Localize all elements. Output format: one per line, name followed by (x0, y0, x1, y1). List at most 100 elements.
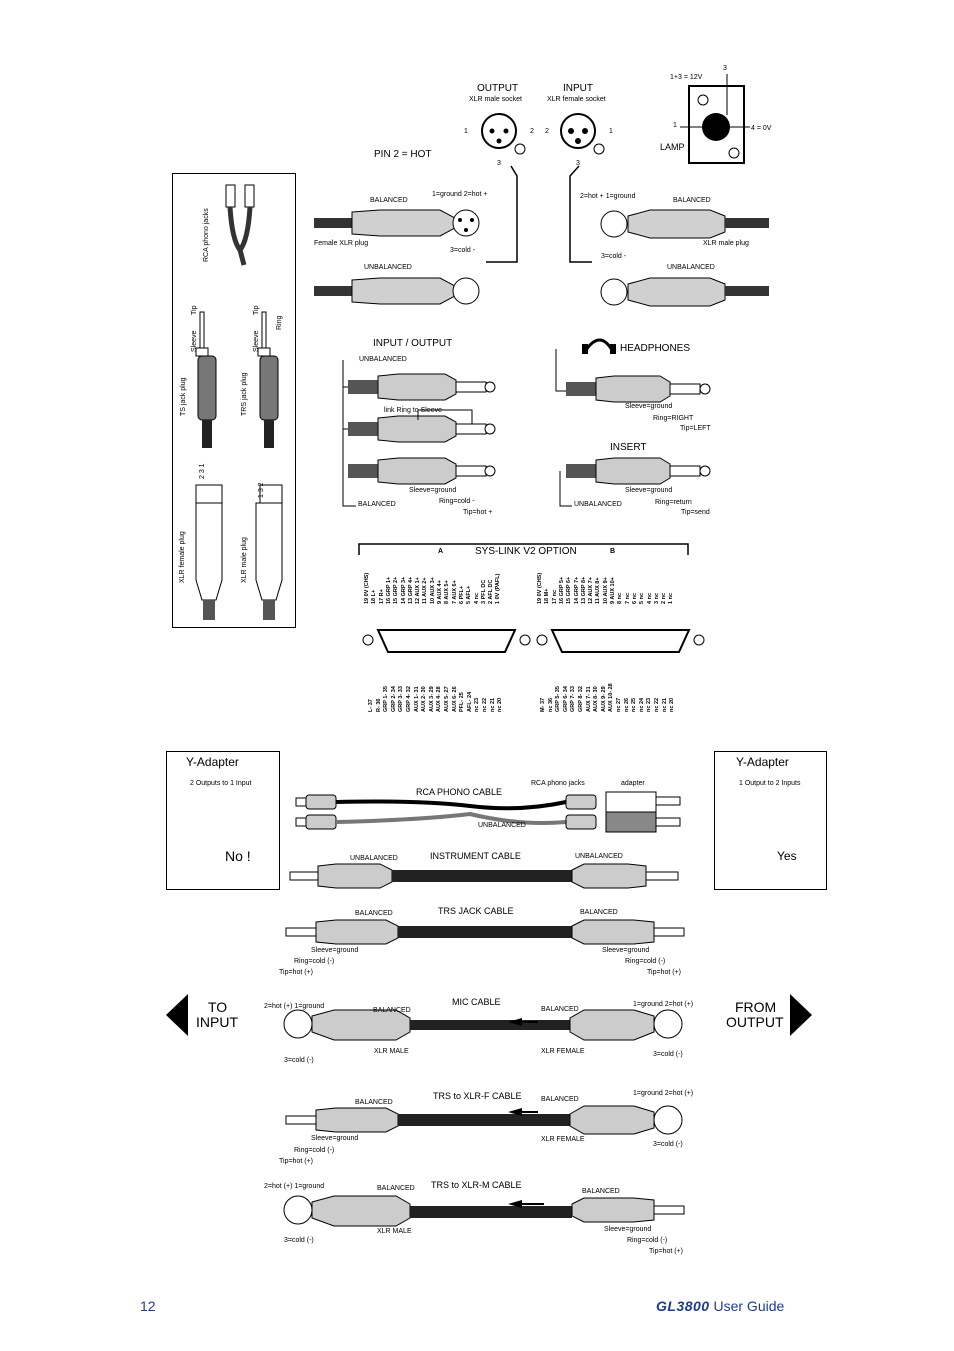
mic-ground-hot: 1=ground 2=hot (+) (633, 1001, 694, 1008)
input-title: INPUT (563, 83, 593, 94)
trs-xlrf-ring: Ring=cold (-) (294, 1147, 335, 1154)
y-adapter-right-subtitle: 1 Output to 2 Inputs (739, 780, 801, 787)
ts-sleeve-label: Sleeve (191, 330, 198, 352)
syslink-pin-label: AFL- 24 (466, 691, 473, 712)
syslink-pin-label: nc 23 (474, 697, 481, 712)
side-panel (172, 173, 296, 628)
xlr-male-plug-label: XLR male plug (703, 240, 749, 247)
trs-tip-left: Tip=hot (+) (279, 969, 313, 976)
syslink-pin-label: 19 0V (CHS) (364, 572, 370, 604)
syslink-pin-label: 2 nc (661, 592, 668, 604)
trs-xlrf-ground-hot: 1=ground 2=hot (+) (633, 1090, 694, 1097)
mic-balanced-right: BALANCED (541, 1006, 579, 1013)
syslink-pin-label: AUX 1- 31 (413, 686, 420, 712)
insert-jack-icon (566, 457, 711, 485)
insert-sleeve: Sleeve=ground (625, 487, 673, 494)
trs-sleeve-left: Sleeve=ground (311, 947, 359, 954)
male-xlr-balanced-icon (600, 209, 769, 239)
lamp-ground: 4 = 0V (751, 125, 772, 132)
syslink-pin-label: nc 26 (623, 697, 630, 712)
io-balanced: BALANCED (358, 501, 396, 508)
from-output-arrow-icon (790, 994, 812, 1036)
syslink-title: SYS-LINK V2 OPTION (475, 546, 577, 557)
syslink-pin-label: nc 27 (616, 697, 622, 712)
insert-title: INSERT (610, 442, 647, 453)
trs-cable-icon (285, 919, 685, 945)
syslink-pin-label: PFL- 25 (459, 692, 466, 712)
lamp-label: LAMP (660, 142, 685, 152)
syslink-pin-label: 12 AUX 1+ (415, 577, 422, 604)
syslink-pin-label: 1 0V (PAFL) (495, 573, 502, 604)
trs-ring-label: Ring (276, 315, 283, 330)
syslink-pin-label: 18 L+ (371, 589, 378, 604)
xlr-unbalanced-right: UNBALANCED (667, 264, 715, 271)
female-xlr-plug-label: Female XLR plug (314, 240, 369, 247)
trs-tip-label: Tip (253, 305, 260, 315)
inst-unbalanced-right: UNBALANCED (575, 853, 623, 860)
xlr-male-label: XLR male plug (241, 537, 248, 583)
trs-sleeve-right: Sleeve=ground (602, 947, 650, 954)
syslink-pin-label: 9 AUX 4+ (437, 580, 443, 604)
syslink-pin-label: nc 25 (631, 697, 638, 712)
io-ring: Ring=cold - (439, 498, 475, 505)
syslink-pin-label: R- 36 (375, 698, 382, 712)
syslink-pin-label: 17 R+ (378, 589, 385, 604)
trs-xlrm-cable-icon (283, 1195, 685, 1227)
syslink-pin-label: 8 AUX 5+ (444, 580, 451, 604)
syslink-pin-label: GRP 6- 34 (562, 686, 569, 712)
hp-tip: Tip=LEFT (680, 425, 711, 432)
trs-xlrf-balanced-right: BALANCED (541, 1096, 579, 1103)
io-jack-1-icon (348, 373, 496, 401)
rca-cable-title: RCA PHONO CABLE (416, 787, 503, 797)
headphones-jack-icon (566, 375, 711, 403)
xlr-female-pins: 2 3 1 (199, 463, 206, 479)
syslink-pin-label: 15 GRP 6+ (566, 576, 573, 604)
female-xlr-balanced-icon (314, 209, 480, 237)
out-pin2: 2 (530, 128, 534, 135)
dsub-a-icon (362, 629, 531, 653)
instrument-cable-title: INSTRUMENT CABLE (430, 851, 521, 861)
io-tip: Tip=hot + (463, 509, 493, 516)
lamp-pin3: 3 (723, 65, 727, 72)
insert-ring: Ring=return (655, 499, 692, 506)
male-xlr-unbalanced-icon (600, 277, 769, 307)
xlr-male-side-icon (255, 484, 283, 620)
syslink-pin-label: nc 22 (654, 697, 660, 712)
footer-title: GL3800 User Guide (656, 1298, 784, 1314)
syslink-pin-label: 4 nc (646, 592, 653, 604)
mic-balanced-left: BALANCED (373, 1007, 411, 1014)
trs-xlrf-title: TRS to XLR-F CABLE (433, 1091, 522, 1101)
syslink-pin-label: AUX 8- 30 (593, 686, 600, 712)
rca-cable-icon (295, 791, 681, 833)
trs-balanced-left: BALANCED (355, 910, 393, 917)
to-input-arrow-icon (166, 994, 188, 1036)
xlr-balanced-right: BALANCED (673, 197, 711, 204)
syslink-pin-label: 11 AUX 8+ (595, 577, 602, 604)
syslink-pin-label: 6 nc (631, 592, 638, 604)
trs-xlrf-cable-icon (285, 1105, 683, 1135)
syslink-pin-label: AUX 9- 29 (600, 686, 607, 712)
xlr-unbalanced-left: UNBALANCED (364, 264, 412, 271)
instrument-cable-icon (289, 863, 679, 889)
trs-xlrf-sleeve: Sleeve=ground (311, 1135, 359, 1142)
xlr-female-socket-icon (560, 113, 596, 149)
trs-xlrm-xlr-male: XLR MALE (377, 1228, 412, 1235)
y-adapter-right-box (714, 751, 827, 890)
io-sleeve: Sleeve=ground (409, 487, 457, 494)
syslink-pin-label: GRP 7- 33 (570, 686, 577, 712)
xlr-male-pins: 1 3 2 (258, 482, 265, 498)
syslink-pin-label: 1 nc (668, 592, 675, 604)
trs-xlrm-balanced-right: BALANCED (582, 1188, 620, 1195)
headphones-icon (582, 338, 616, 354)
ts-jack-icon (195, 311, 217, 448)
pin-hot-label: PIN 2 = HOT (374, 149, 432, 160)
trs-xlrf-tip: Tip=hot (+) (279, 1158, 313, 1165)
insert-unbalanced: UNBALANCED (574, 501, 622, 508)
trs-cable-title: TRS JACK CABLE (438, 906, 514, 916)
ts-tip-label: Tip (191, 305, 198, 315)
io-jack-3-icon (348, 457, 496, 485)
syslink-pin-label: AUX 6- 26 (451, 686, 458, 712)
out-pin3: 3 (497, 160, 501, 167)
trs-xlrm-tip: Tip=hot (+) (649, 1248, 683, 1255)
